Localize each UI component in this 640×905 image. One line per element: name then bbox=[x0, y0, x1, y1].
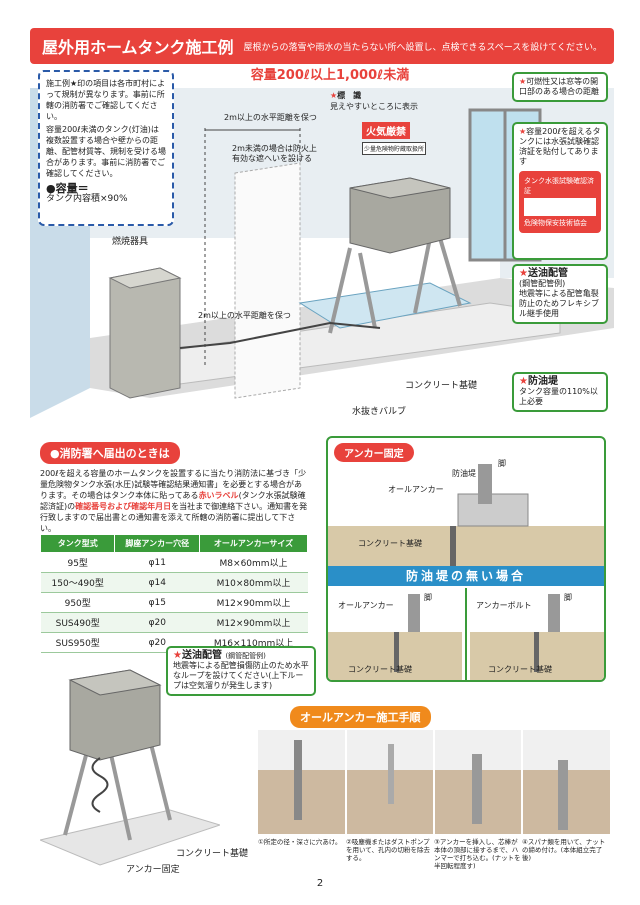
star-icon: ★ bbox=[519, 127, 527, 136]
note-paragraph-1: 施工例★印の項目は各市町村によって規制が異なります。事前に所轄の消防署でご確認し… bbox=[46, 79, 166, 121]
fire-station-section: ●消防署へ届出のときは 200ℓを超える容量のホームタンクを設置するに当たり消防… bbox=[40, 442, 308, 534]
note-paragraph-2: 容量200ℓ未満のタンク(灯油)は複数設置する場合や壁からの距離、配管材質等、規… bbox=[46, 125, 166, 178]
sign-subtext: 見えやすいところに表示 bbox=[330, 102, 418, 111]
regulation-note: 施工例★印の項目は各市町村によって規制が異なります。事前に所轄の消防署でご確認し… bbox=[38, 70, 174, 226]
anchor-bolt-label: アンカーボルト bbox=[476, 601, 532, 610]
pipe-callout: ★送油配管 (鋼管配管例) 地震等による配管亀裂防止のためフレキシブル継手使用 bbox=[512, 264, 608, 324]
procedure-steps: ①所定の径・深さに穴あけ。 ②吸塵機またはダストポンプを用いて、孔内の切粉を除去… bbox=[258, 730, 610, 870]
capacity-heading: 容量200ℓ以上1,000ℓ未満 bbox=[250, 68, 410, 83]
title-bar: 屋外用ホームタンク施工例 屋根からの落雪や雨水の当たらない所へ設置し、点検できる… bbox=[30, 28, 614, 64]
procedure-step-4: ④スパナ類を用いて、ナットの締め付け。(本体組立完了後) bbox=[522, 838, 606, 862]
fire-station-heading: ●消防署へ届出のときは bbox=[40, 442, 180, 464]
procedure-heading-wrap: オールアンカー施工手順 bbox=[290, 706, 431, 728]
wall-note-label: 2m未満の場合は防火上有効な遮へいを設ける bbox=[232, 144, 317, 163]
label-plate-org: 危険物保安技術協会 bbox=[524, 219, 587, 227]
fire-station-text: 200ℓを超える容量のホームタンクを設置するに当たり消防法に基づき「少量危険物タ… bbox=[40, 469, 308, 533]
volume-formula: タンク内容積×90% bbox=[46, 194, 128, 204]
window-distance-callout: ★可燃性又は窓等の開口部のある場合の距離 bbox=[512, 72, 608, 102]
window-distance-text: 可燃性又は窓等の開口部のある場合の距離 bbox=[519, 77, 599, 96]
table-cell: 950型 bbox=[40, 592, 115, 613]
fire-prohibited-sign: 火気厳禁 bbox=[362, 122, 410, 139]
anchor-diagram-bottom bbox=[328, 588, 604, 680]
sign-heading: 標 識 bbox=[337, 91, 362, 100]
pipe-subheading: (鋼管配管例) bbox=[519, 279, 566, 288]
table-cell: SUS950型 bbox=[40, 632, 115, 653]
red-label-plate: タンク水張試験確認済証 危険物保安技術協会 bbox=[519, 171, 601, 233]
procedure-step-3: ③アンカーを挿入し、芯棒が本体の頂部に接するまで、ハンマーで打ち込む。(ナットを… bbox=[434, 838, 521, 870]
table-cell: 150～490型 bbox=[40, 572, 115, 593]
procedure-step-1: ①所定の径・深さに穴あけ。 bbox=[258, 838, 342, 846]
lower-tank-illustration bbox=[40, 669, 220, 866]
anchor-panel: アンカー固定 防油堤 脚 オールアンカー コンクリート基礎 防油堤の無い場合 オ… bbox=[326, 436, 606, 682]
distance-label-top: 2m以上の水平距離を保つ bbox=[224, 113, 317, 122]
label-plate-title: タンク水張試験確認済証 bbox=[524, 177, 594, 195]
star-icon: ★ bbox=[519, 376, 528, 387]
page-number: 2 bbox=[316, 878, 324, 889]
label-callout-text: 容量200ℓを超えるタンクには水張試験確認済証を貼付してあります bbox=[519, 127, 601, 166]
concrete-label-bottom-right: コンクリート基礎 bbox=[488, 665, 552, 674]
table-cell: φ14 bbox=[114, 572, 200, 593]
leg-label-bottom-right: 脚 bbox=[564, 593, 572, 602]
dike-heading: 防油堤 bbox=[527, 376, 558, 387]
star-icon: ★ bbox=[173, 650, 182, 661]
table-header: オールアンカーサイズ bbox=[199, 534, 308, 553]
installation-illustration bbox=[30, 88, 614, 418]
dike-label: 防油堤 bbox=[452, 469, 476, 478]
concrete-label-top: コンクリート基礎 bbox=[358, 539, 422, 548]
star-icon: ★ bbox=[330, 91, 338, 100]
label-callout: ★容量200ℓを超えるタンクには水張試験確認済証を貼付してあります タンク水張試… bbox=[512, 122, 608, 260]
dike-callout: ★防油堤 タンク容量の110%以上必要 bbox=[512, 372, 608, 412]
dike-text: タンク容量の110%以上必要 bbox=[519, 387, 598, 406]
table-cell: 95型 bbox=[40, 552, 115, 573]
concrete-label-bottom-left: コンクリート基礎 bbox=[348, 665, 412, 674]
page-subtitle: 屋根からの落雪や雨水の当たらない所へ設置し、点検できるスペースを設けてください。 bbox=[243, 42, 603, 53]
no-dike-band: 防油堤の無い場合 bbox=[328, 566, 604, 586]
table-header: タンク型式 bbox=[39, 534, 116, 553]
star-icon: ★ bbox=[519, 268, 528, 279]
table-cell: φ20 bbox=[114, 612, 200, 633]
table-cell: φ11 bbox=[114, 552, 200, 573]
distance-label-bottom: 2m以上の水平距離を保つ bbox=[198, 311, 291, 320]
procedure-step-2: ②吸塵機またはダストポンプを用いて、孔内の切粉を除去する。 bbox=[346, 838, 430, 862]
oil-dike bbox=[298, 282, 472, 329]
anchor-panel-heading: アンカー固定 bbox=[334, 443, 414, 462]
lower-pipe-text: 地震等による配管損傷防止のため水平なループを設けてください(上下ループは空気溜り… bbox=[173, 661, 309, 690]
sign-callout: ★標 識 見えやすいところに表示 bbox=[330, 90, 418, 112]
all-anchor-label-bottom: オールアンカー bbox=[338, 601, 394, 610]
lower-pipe-heading: 送油配管 bbox=[181, 650, 222, 661]
leg-label-bottom-left: 脚 bbox=[424, 593, 432, 602]
small-hazard-sign: 少量危険物貯蔵取扱所 bbox=[362, 142, 427, 155]
concrete-label: コンクリート基礎 bbox=[405, 381, 478, 391]
lower-anchor-label: アンカー固定 bbox=[126, 865, 180, 875]
all-anchor-label: オールアンカー bbox=[388, 485, 444, 494]
table-cell: M10×80mm以上 bbox=[199, 572, 308, 593]
table-header: 脚座アンカー穴径 bbox=[114, 534, 201, 553]
page-title: 屋外用ホームタンク施工例 bbox=[42, 38, 234, 57]
procedure-heading: オールアンカー施工手順 bbox=[290, 706, 431, 728]
lower-pipe-subheading: (鋼管配管例) bbox=[225, 652, 266, 660]
table-cell: M12×90mm以上 bbox=[199, 612, 308, 633]
partition-wall bbox=[234, 162, 301, 399]
table-cell: φ15 bbox=[114, 592, 200, 613]
pipe-heading: 送油配管 bbox=[527, 268, 568, 279]
valve-label: 水抜きバルブ bbox=[352, 407, 407, 417]
table-cell: SUS490型 bbox=[40, 612, 115, 633]
leg-label: 脚 bbox=[498, 459, 506, 468]
table-cell: M8×60mm以上 bbox=[199, 552, 308, 573]
burner-label: 燃焼器具 bbox=[112, 237, 149, 247]
volume-heading: ●容量＝ bbox=[46, 182, 89, 195]
pipe-text: 地震等による配管亀裂防止のためフレキシブル継手使用 bbox=[519, 289, 599, 318]
star-icon: ★ bbox=[519, 77, 527, 86]
burner-unit bbox=[109, 267, 181, 399]
lower-concrete-label: コンクリート基礎 bbox=[176, 849, 249, 859]
table-cell: M12×90mm以上 bbox=[199, 592, 308, 613]
lower-pipe-callout: ★送油配管 (鋼管配管例) 地震等による配管損傷防止のため水平なループを設けてく… bbox=[166, 646, 316, 696]
procedure-diagram bbox=[258, 730, 610, 834]
anchor-diagram-top bbox=[328, 464, 604, 574]
